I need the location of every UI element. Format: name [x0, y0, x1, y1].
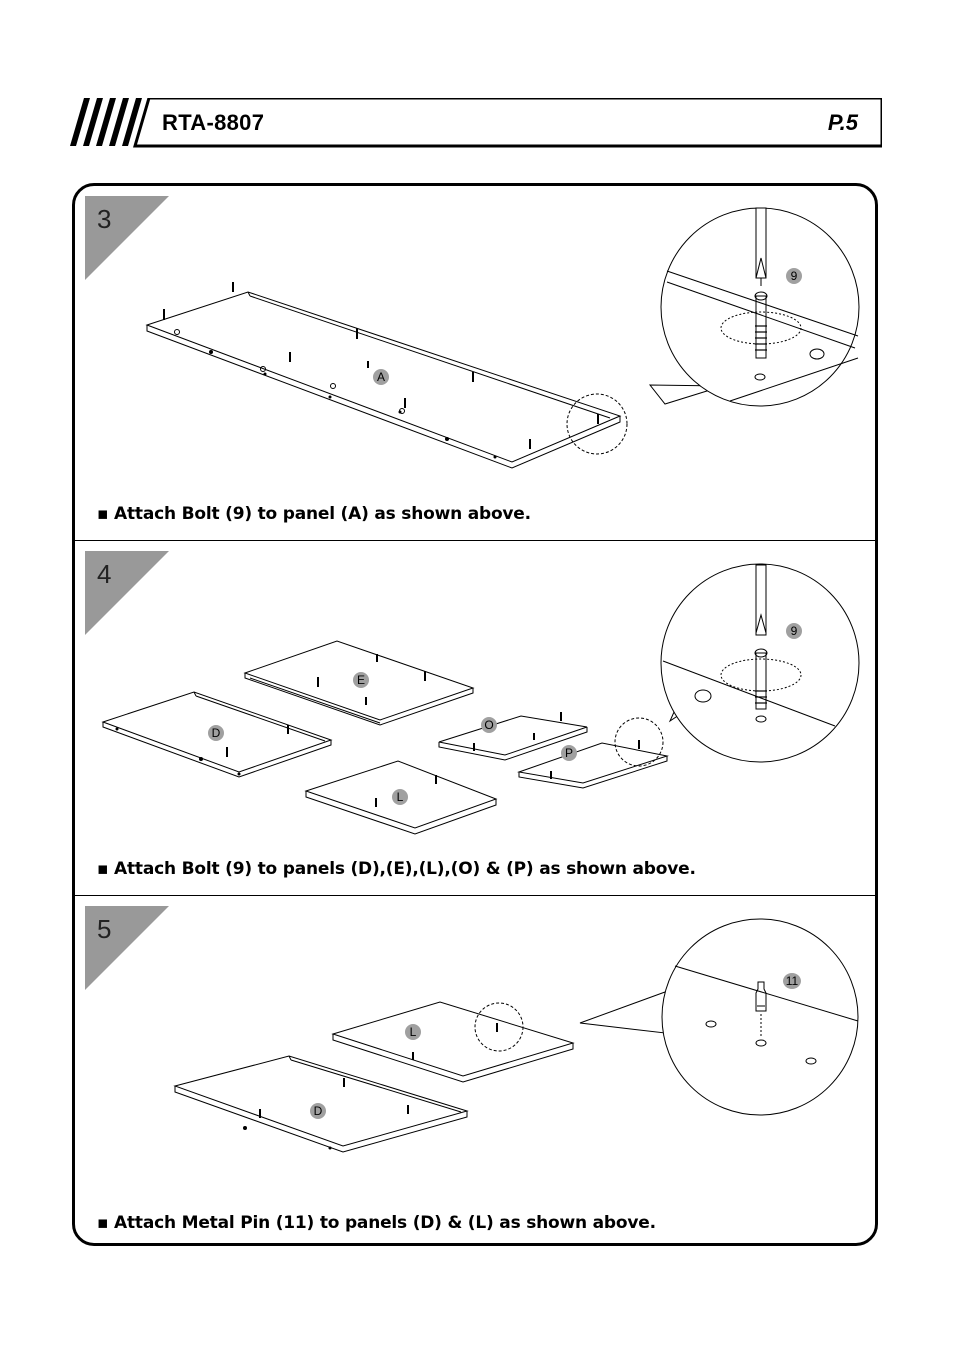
panel-e-drawing: [243, 640, 475, 726]
header-stripes-logo: [70, 98, 882, 148]
step-caption: ▪ Attach Bolt (9) to panels (D),(E),(L),…: [97, 859, 696, 879]
panel-label-p: P: [565, 746, 573, 760]
step-5: 5: [75, 895, 875, 1243]
pin-detail-drawing: [579, 918, 859, 1116]
panel-label: A: [377, 370, 385, 384]
model-number: RTA-8807: [162, 110, 265, 135]
step-5-labels: L D 11: [314, 974, 799, 1118]
instruction-frame: 3: [72, 183, 878, 1246]
step-badge: [85, 906, 169, 990]
detail-part-number: 11: [786, 974, 799, 988]
panel-label-l: L: [397, 790, 404, 804]
panel-d-drawing: [101, 691, 333, 778]
panel-d-drawing: [173, 1055, 469, 1153]
panel-l-drawing: [304, 760, 498, 835]
panel-p-drawing: [517, 717, 669, 789]
page-number: P.5: [827, 110, 858, 135]
bolt-detail-drawing: [660, 563, 860, 763]
step-3-illustration: [145, 207, 860, 469]
panel-label-d: D: [314, 1104, 323, 1118]
panel-label-o: O: [484, 718, 493, 732]
panel-label-e: E: [357, 673, 365, 687]
step-caption: ▪ Attach Metal Pin (11) to panels (D) & …: [97, 1213, 656, 1233]
step-number: 4: [97, 559, 112, 589]
panel-label-d: D: [212, 726, 221, 740]
panel-a-drawing: [145, 282, 628, 469]
step-badge: [85, 196, 169, 280]
step-4-illustration: [101, 563, 860, 835]
page-header: RTA-8807 P.5: [70, 98, 882, 148]
step-4: 4: [75, 540, 875, 895]
panel-l-drawing: [331, 1001, 575, 1083]
panel-label-l: L: [410, 1025, 417, 1039]
step-number: 5: [97, 914, 112, 944]
step-4-labels: E D O P L 9: [212, 624, 798, 804]
step-badge: [85, 551, 169, 635]
step-caption: ▪ Attach Bolt (9) to panel (A) as shown …: [97, 504, 531, 524]
detail-part-number: 9: [791, 624, 798, 638]
detail-part-number: 9: [791, 269, 798, 283]
panel-o-drawing: [438, 712, 588, 761]
step-number: 3: [97, 204, 112, 234]
detail-part-label: 9 A: [377, 269, 798, 384]
step-5-illustration: [173, 918, 859, 1153]
step-3: 3: [75, 186, 875, 540]
bolt-detail-drawing: [648, 207, 860, 407]
